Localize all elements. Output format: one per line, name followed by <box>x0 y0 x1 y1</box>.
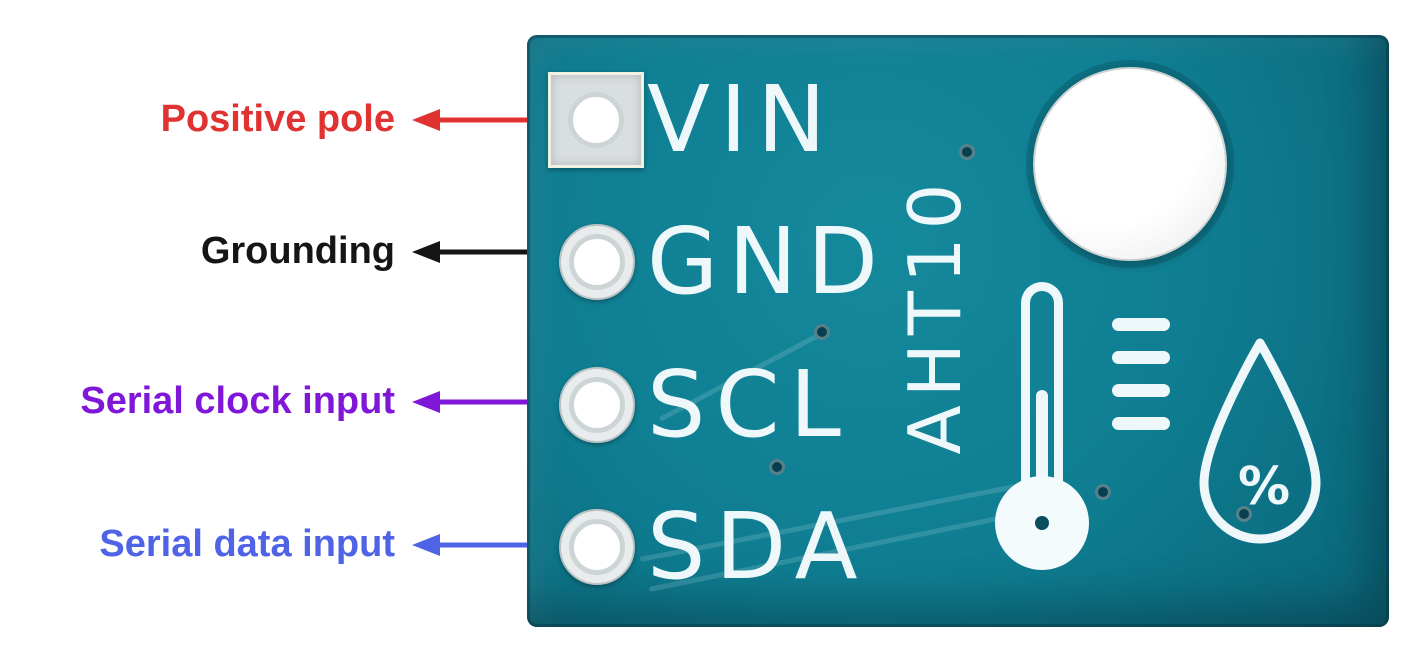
annotation-label-vin: Positive pole <box>160 98 395 140</box>
pcb-board: VIN GND SCL SDA AHT10 % <box>527 35 1389 627</box>
via-dot <box>1236 506 1252 522</box>
pin-label-gnd: GND <box>647 208 888 315</box>
chip-label: AHT10 <box>893 175 977 455</box>
pad-hole-gnd <box>569 234 625 290</box>
thermometer-bulb-dot <box>1035 516 1049 530</box>
pad-vin <box>548 72 644 168</box>
pad-hole-scl <box>569 377 625 433</box>
pin-label-scl: SCL <box>647 351 851 458</box>
via-dot <box>769 459 785 475</box>
via-dot <box>1095 484 1111 500</box>
via-dot <box>814 324 830 340</box>
pad-scl <box>559 367 635 443</box>
scale-bar <box>1112 318 1170 331</box>
pad-hole-sda <box>569 519 625 575</box>
via-dot <box>959 144 975 160</box>
sensor-cap <box>1033 67 1227 261</box>
scale-bar <box>1112 384 1170 397</box>
percent-symbol: % <box>1237 457 1291 517</box>
scale-bar <box>1112 351 1170 364</box>
pin-label-sda: SDA <box>647 493 868 600</box>
scale-bar <box>1112 417 1170 430</box>
annotation-label-scl: Serial clock input <box>80 380 395 422</box>
humidity-droplet-icon: % <box>1189 335 1331 555</box>
thermometer-stem <box>1021 282 1063 494</box>
pin-label-vin: VIN <box>647 66 836 173</box>
pad-gnd <box>559 224 635 300</box>
pad-hole-vin <box>568 92 624 148</box>
annotation-label-gnd: Grounding <box>200 230 395 272</box>
annotation-label-sda: Serial data input <box>99 523 395 565</box>
droplet-outline <box>1199 338 1321 544</box>
pad-sda <box>559 509 635 585</box>
